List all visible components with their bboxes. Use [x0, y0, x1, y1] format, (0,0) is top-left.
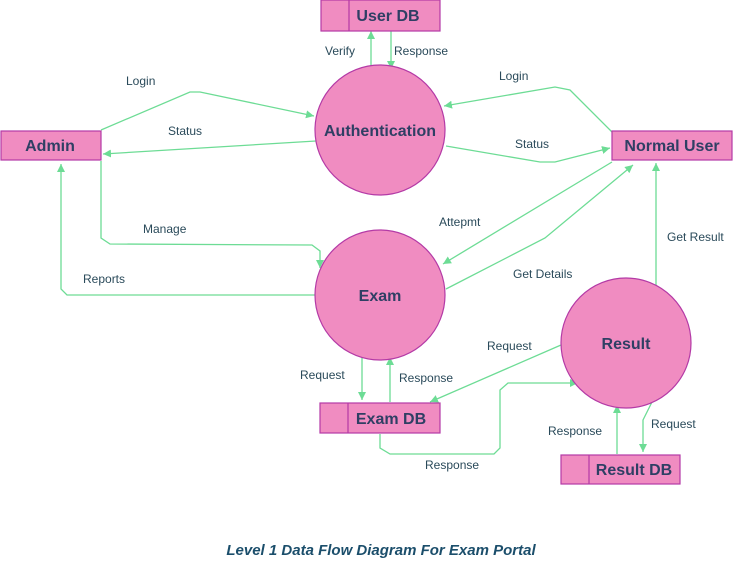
flow-get-details — [445, 164, 634, 290]
label-get-result: Get Result — [667, 230, 724, 244]
flow-admin-login — [100, 91, 315, 131]
process-exam-label: Exam — [359, 288, 402, 305]
entity-admin: Admin — [0, 130, 102, 161]
diagram-caption: Level 1 Data Flow Diagram For Exam Porta… — [226, 542, 536, 559]
label-userdb-response: Response — [394, 44, 448, 58]
flow-manage — [100, 161, 324, 268]
entity-admin-label: Admin — [25, 138, 75, 155]
label-admin-status: Status — [168, 124, 202, 138]
label-admin-login: Login — [126, 74, 155, 88]
label-result-request-examdb: Request — [487, 339, 532, 353]
flow-attempt — [442, 161, 613, 265]
label-exam-request: Request — [300, 368, 345, 382]
entity-normal-user-label: Normal User — [624, 138, 719, 155]
flow-admin-status — [102, 140, 317, 158]
label-reports: Reports — [83, 272, 125, 286]
flow-user-login — [443, 86, 613, 133]
flow-reports — [57, 164, 316, 296]
store-result-db: Result DB — [560, 454, 681, 485]
flow-examdb-response-result — [379, 379, 578, 455]
label-attempt: Attepmt — [439, 215, 481, 229]
flow-user-status — [445, 145, 611, 163]
process-result: Result — [560, 277, 692, 409]
label-exam-response: Response — [399, 371, 453, 385]
store-user-db-label: User DB — [356, 8, 419, 25]
flow-resultdb-request — [639, 397, 655, 452]
label-resultdb-response: Response — [548, 424, 602, 438]
label-verify: Verify — [325, 44, 355, 58]
label-examdb-response-result: Response — [425, 458, 479, 472]
label-user-login: Login — [499, 69, 528, 83]
store-exam-db: Exam DB — [319, 402, 441, 434]
store-exam-db-label: Exam DB — [356, 411, 426, 428]
store-user-db: User DB — [320, 0, 441, 32]
process-authentication: Authentication — [314, 64, 446, 196]
process-authentication-label: Authentication — [324, 123, 436, 140]
entity-normal-user: Normal User — [611, 130, 733, 161]
store-result-db-label: Result DB — [596, 462, 672, 479]
process-exam: Exam — [314, 229, 446, 361]
label-get-details: Get Details — [513, 267, 572, 281]
process-result-label: Result — [602, 336, 652, 353]
flow-result-request-examdb — [429, 344, 562, 403]
label-manage: Manage — [143, 222, 187, 236]
label-user-status: Status — [515, 137, 549, 151]
label-resultdb-request: Request — [651, 417, 696, 431]
